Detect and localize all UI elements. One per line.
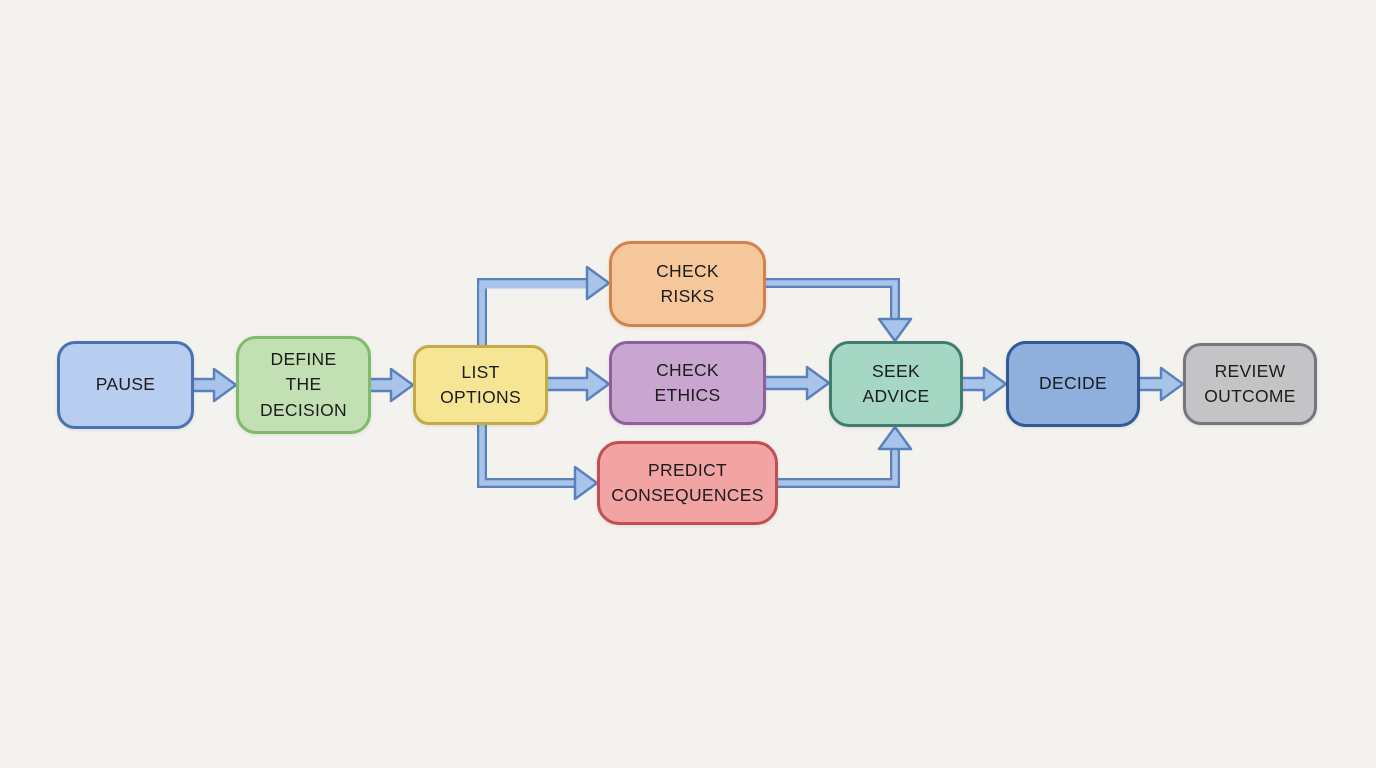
node-decide: DECIDE: [1006, 341, 1140, 427]
node-check-ethics: CHECK ETHICS: [609, 341, 766, 425]
node-pause: PAUSE: [57, 341, 194, 429]
arrow-decide-to-review-outcome: [1134, 366, 1185, 402]
arrow-check-ethics-to-seek-advice: [760, 365, 831, 401]
node-review-outcome: REVIEW OUTCOME: [1183, 343, 1317, 425]
arrow-list-options-to-predict-consequences: [477, 421, 599, 501]
arrow-pause-to-define: [188, 367, 238, 403]
node-check-risks: CHECK RISKS: [609, 241, 766, 327]
node-list-options: LIST OPTIONS: [413, 345, 548, 425]
arrow-list-options-to-check-ethics: [542, 366, 611, 402]
node-predict-consequences: PREDICT CONSEQUENCES: [597, 441, 778, 525]
arrow-seek-advice-to-decide: [957, 366, 1008, 402]
arrow-define-to-list-options: [365, 367, 415, 403]
node-seek-advice: SEEK ADVICE: [829, 341, 963, 427]
arrow-check-risks-to-seek-advice: [762, 278, 913, 343]
node-define-the-decision: DEFINE THE DECISION: [236, 336, 371, 434]
arrow-list-options-to-check-risks: [477, 265, 611, 349]
arrow-predict-consequences-to-seek-advice: [774, 425, 913, 488]
